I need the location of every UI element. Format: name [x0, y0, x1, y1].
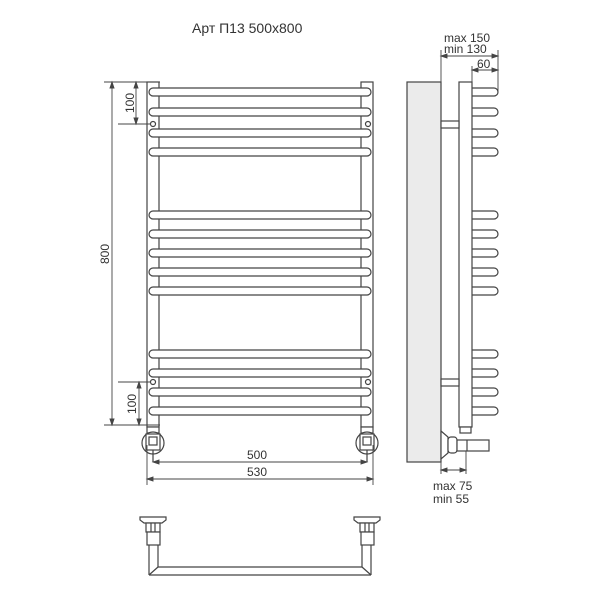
label-inner-width: 500	[247, 448, 268, 462]
bracket-top	[440, 120, 460, 129]
label-top-offset: 100	[123, 92, 137, 114]
side-view	[406, 50, 500, 474]
drawing-title: Арт П13 500x800	[192, 20, 303, 36]
mount-point-bottom-right	[364, 378, 372, 386]
label-rail-depth: 60	[477, 57, 491, 71]
dimension-top-offset	[118, 80, 150, 126]
dimension-inner-width	[151, 459, 369, 465]
front-view	[104, 80, 379, 485]
rail-group-bottom	[148, 349, 372, 416]
dimension-height	[104, 80, 160, 427]
label-outer-width: 530	[247, 465, 268, 479]
label-wall-distance-max: max 150	[444, 31, 491, 45]
valve-left	[141, 426, 165, 462]
label-wall-distance-min: min 130	[444, 42, 487, 56]
dimension-outer-width	[145, 445, 375, 485]
bracket-bottom	[440, 378, 460, 387]
dimension-rail-depth	[470, 66, 500, 82]
dimension-valve-offset	[439, 451, 468, 474]
rail-group-top	[148, 87, 372, 157]
wall	[406, 81, 442, 463]
label-bottom-offset: 100	[125, 393, 139, 415]
side-column	[458, 81, 473, 428]
rail-group-middle	[148, 210, 372, 296]
mount-point-bottom-left	[149, 378, 157, 386]
label-valve-offset-min: min 55	[433, 492, 470, 506]
valve-right	[355, 426, 379, 462]
dimension-bottom-offset	[118, 380, 150, 427]
label-height: 800	[98, 243, 112, 265]
side-rails	[472, 87, 499, 416]
dimension-wall-distance	[439, 50, 500, 92]
label-valve-offset-max: max 75	[433, 479, 473, 493]
side-valve	[440, 426, 490, 461]
mount-point-top-left	[149, 120, 157, 128]
mount-point-top-right	[364, 120, 372, 128]
top-view	[139, 516, 381, 576]
